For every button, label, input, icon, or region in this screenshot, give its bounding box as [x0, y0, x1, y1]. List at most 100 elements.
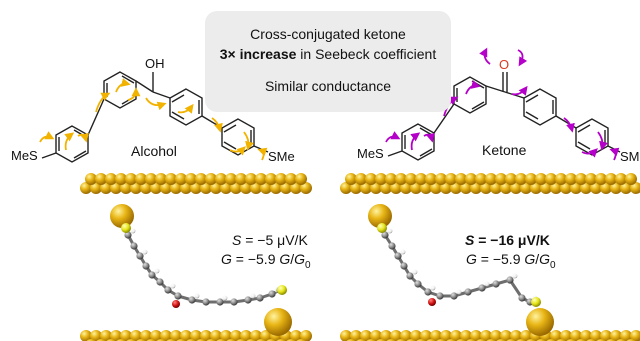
gold-atom	[265, 173, 277, 185]
alcohol-ring-2	[103, 71, 137, 109]
gold-atom	[630, 182, 640, 194]
gold-atom	[565, 173, 577, 185]
gold-atom	[395, 173, 407, 185]
carbon-atom	[202, 298, 210, 306]
alcohol-left-group: MeS	[11, 148, 38, 163]
gold-atom	[140, 330, 152, 341]
gold-atom	[220, 182, 232, 194]
summary-line-2: 3× increase in Seebeck coefficient	[205, 46, 451, 62]
gold-atom	[300, 330, 312, 341]
oxygen-atom	[172, 300, 180, 308]
gold-atom	[360, 182, 372, 194]
gold-atom	[470, 330, 482, 341]
junction-right	[340, 173, 640, 341]
gold-atom	[590, 182, 602, 194]
junction-right-s-symbol: S	[465, 232, 475, 248]
gold-atom	[295, 173, 307, 185]
gold-adatom	[526, 308, 554, 336]
gold-atom	[240, 330, 252, 341]
carbon-atom	[518, 294, 526, 302]
carbon-atom	[124, 231, 132, 239]
gold-atom	[170, 330, 182, 341]
gold-atom	[235, 173, 247, 185]
carbon-atom	[156, 278, 164, 286]
gold-atom	[460, 330, 472, 341]
junction-left-g-sub: 0	[305, 259, 311, 271]
gold-atom	[480, 330, 492, 341]
gold-atom	[420, 330, 432, 341]
gold-atom	[80, 330, 92, 341]
carbon-atom	[174, 292, 182, 300]
gold-atom	[485, 173, 497, 185]
hydrogen-atom	[154, 268, 160, 274]
gold-atom	[385, 173, 397, 185]
alcohol-right-group: SMe	[268, 149, 295, 164]
gold-atom	[140, 182, 152, 194]
junction-left-molecule	[110, 204, 292, 336]
carbon-atom	[130, 242, 138, 250]
carbon-atom	[406, 272, 414, 280]
gold-atom	[350, 182, 362, 194]
carbon-atom	[142, 262, 150, 270]
gold-atom	[520, 182, 532, 194]
gold-atom	[500, 182, 512, 194]
gold-atom	[130, 330, 142, 341]
gold-atom	[465, 173, 477, 185]
carbon-atom	[506, 276, 514, 284]
gold-atom	[450, 330, 462, 341]
gold-atom	[195, 173, 207, 185]
gold-atom	[205, 173, 217, 185]
gold-atom	[110, 182, 122, 194]
junction-left-seebeck: S = −5 μV/K	[232, 232, 308, 248]
junction-left-g-slash: /	[290, 251, 295, 267]
gold-atom	[255, 173, 267, 185]
gold-atom	[410, 330, 422, 341]
gold-atom	[510, 182, 522, 194]
junction-left-g-value: = −5.9	[231, 251, 280, 267]
gold-atom	[580, 330, 592, 341]
gold-atom	[535, 173, 547, 185]
hydrogen-atom	[400, 249, 406, 255]
gold-atom	[300, 182, 312, 194]
gold-atom	[130, 182, 142, 194]
gold-atom	[490, 330, 502, 341]
hydrogen-atom	[484, 281, 490, 287]
alcohol-ring-1	[55, 125, 89, 163]
gold-atom	[560, 182, 572, 194]
gold-atom	[180, 330, 192, 341]
gold-atom	[280, 182, 292, 194]
carbon-atom	[492, 280, 500, 288]
ketone-resonance-arrows	[385, 47, 620, 161]
gold-atom	[435, 173, 447, 185]
summary-box	[205, 11, 451, 112]
gold-adatom	[110, 204, 134, 228]
gold-atom	[630, 330, 640, 341]
gold-atom	[360, 330, 372, 341]
sulfur-atom	[531, 297, 541, 307]
gold-atom	[400, 182, 412, 194]
gold-atom	[230, 330, 242, 341]
junction-left-g-ratio: G	[279, 251, 291, 267]
gold-atom	[160, 330, 172, 341]
gold-atom	[545, 173, 557, 185]
alcohol-structure	[39, 71, 269, 163]
junction-left-g-sub-base: G	[294, 251, 306, 267]
gold-atom	[150, 182, 162, 194]
gold-atom	[585, 173, 597, 185]
gold-atom	[490, 182, 502, 194]
alcohol-ring-3	[169, 88, 203, 126]
carbon-atom	[230, 298, 238, 306]
gold-atom	[345, 173, 357, 185]
carbon-atom	[244, 296, 252, 304]
gold-atom	[80, 182, 92, 194]
gold-atom	[340, 182, 352, 194]
gold-atom	[245, 173, 257, 185]
gold-atom	[620, 330, 632, 341]
gold-atom	[600, 330, 612, 341]
gold-atom	[455, 173, 467, 185]
gold-atom	[555, 173, 567, 185]
gold-atom	[445, 173, 457, 185]
gold-atom	[365, 173, 377, 185]
gold-atom	[275, 173, 287, 185]
summary-line-3: Similar conductance	[264, 78, 392, 94]
